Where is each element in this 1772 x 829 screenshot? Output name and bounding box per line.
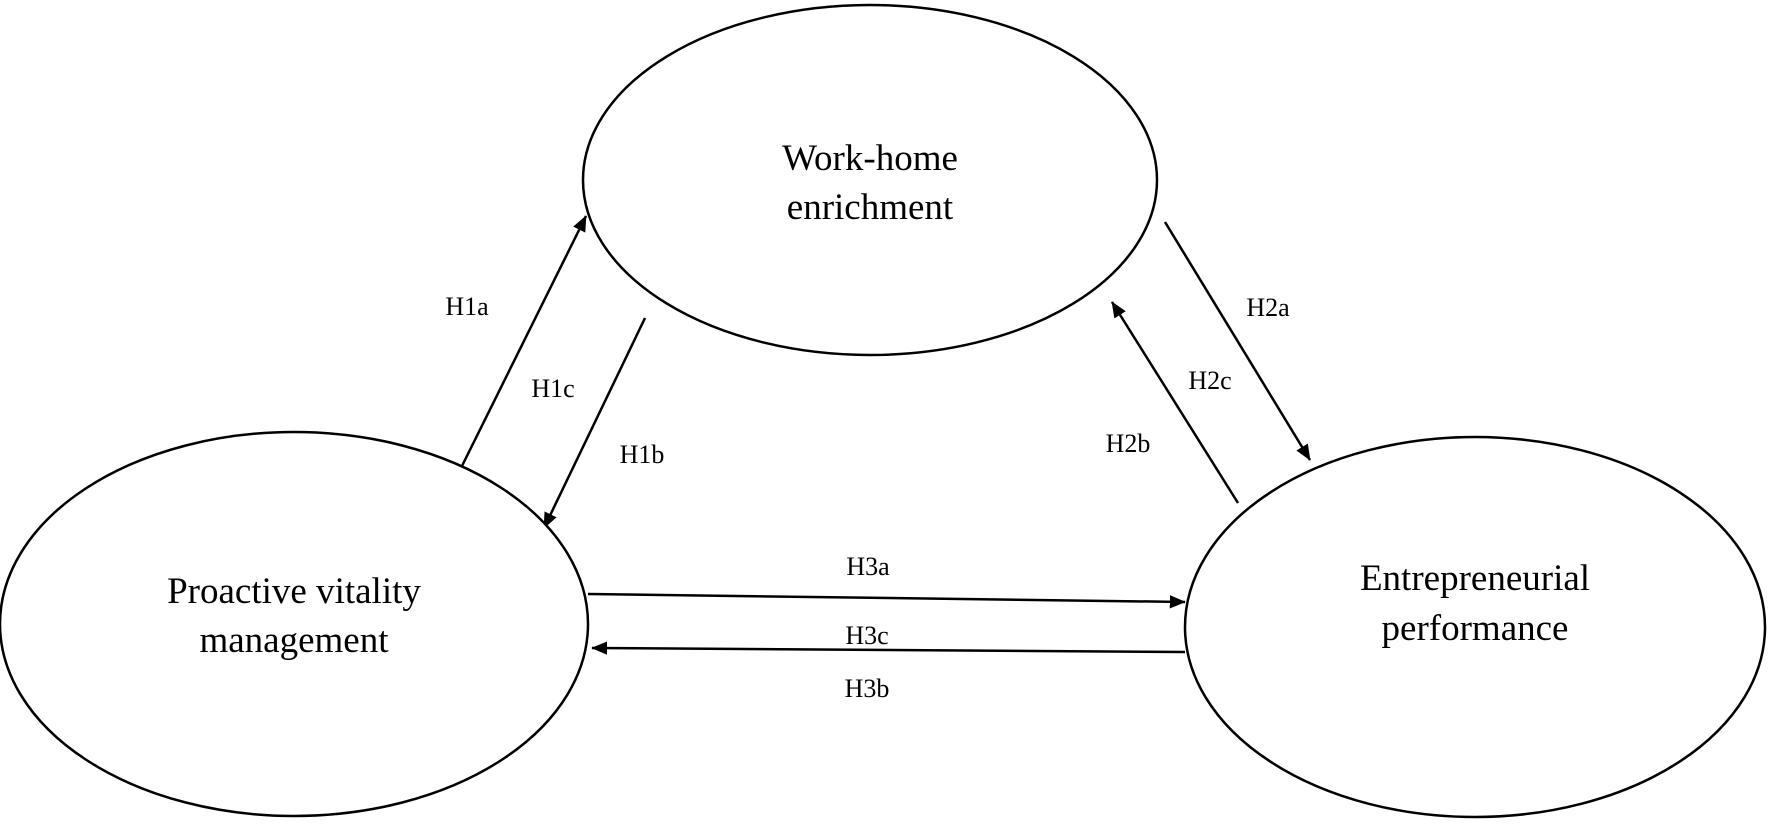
node-work-home-line-2: enrichment (787, 187, 954, 228)
node-entrepreneurial-performance: Entrepreneurial performance (1183, 435, 1767, 819)
edge-h1b-arrow (542, 317, 647, 529)
edge-h3b-arrow (591, 641, 1186, 655)
node-entrepreneurial-line-1: Entrepreneurial (1360, 558, 1590, 599)
edge-h1a-arrow (457, 215, 588, 473)
label-h3b: H3b (845, 674, 890, 703)
label-h2c: H2c (1188, 366, 1231, 395)
label-h1b: H1b (620, 440, 665, 469)
node-work-home-enrichment: Work-home enrichment (581, 3, 1159, 357)
label-h3c: H3c (845, 621, 888, 650)
label-h1c: H1c (531, 374, 574, 403)
node-work-home-line-1: Work-home (782, 138, 958, 179)
node-proactive-line-1: Proactive vitality (167, 571, 421, 612)
label-h3a: H3a (846, 552, 890, 581)
node-proactive-vitality-management: Proactive vitality management (0, 430, 590, 818)
label-h2b: H2b (1106, 429, 1151, 458)
node-proactive-line-2: management (199, 620, 389, 661)
node-entrepreneurial-line-2: performance (1382, 608, 1569, 649)
label-h1a: H1a (445, 292, 489, 321)
edge-h3a-arrow (587, 592, 1186, 609)
edge-h2b-arrow (1110, 301, 1240, 504)
label-h2a: H2a (1246, 293, 1290, 322)
edge-h2a-arrow (1163, 221, 1312, 461)
